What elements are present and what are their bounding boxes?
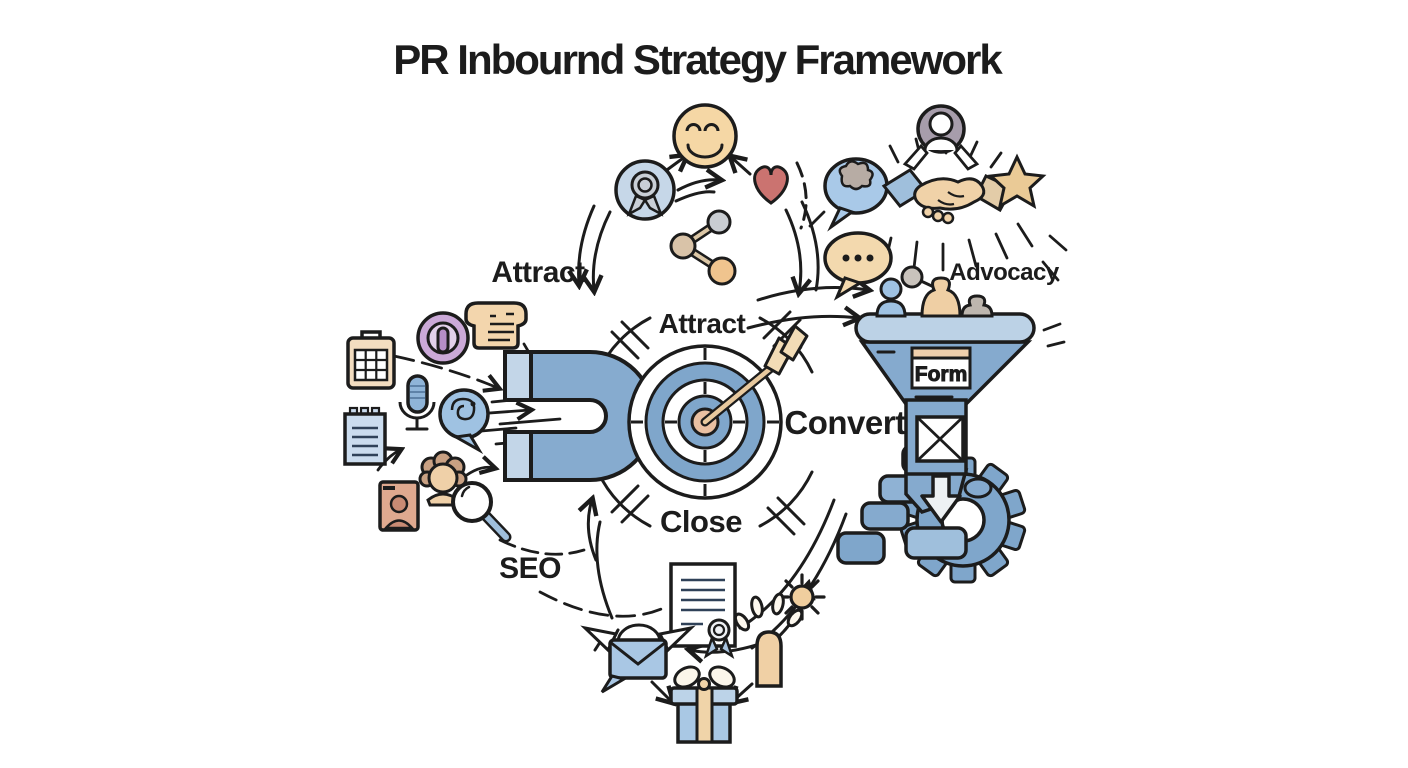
certificate-icon [669,562,737,659]
leads-people-icon [875,265,994,318]
star-icon [987,153,1047,210]
id-card-icon [378,480,420,532]
label-close: Close [660,504,742,539]
label-convert: Convert [784,404,906,441]
document-icon [343,406,387,466]
download-arrow-icon [920,474,962,524]
share-icon [669,209,737,286]
magnet-icon [503,350,656,482]
calendar-icon [346,330,396,390]
label-attract-center: Attract [659,308,746,339]
label-advocacy: Advocacy [949,259,1060,286]
envelope-icon [915,415,965,463]
open-envelope-icon [580,623,696,694]
podcast-icon [416,311,470,365]
magnifier-icon [451,481,512,543]
thumbs-bubble-icon [823,157,889,232]
funnel-entry-arrows [746,288,868,330]
press-release-icon [464,301,528,350]
form-field-icon: Form [910,346,972,390]
top-connector-arrows [658,156,808,230]
form-label: Form [915,363,968,386]
target-arrow-icon [627,324,809,500]
chat-dots-bubble-icon [823,231,893,301]
celebration-hand-icon [733,592,804,688]
page-title: PR Inbournd Strategy Framework [393,36,1003,83]
voice-bubble-icon [438,388,490,455]
heart-icon [753,165,789,205]
microphone-icon [398,374,436,431]
award-badge-icon [614,159,676,221]
label-attract-outer: Attract [491,256,585,289]
label-seo: SEO [499,552,561,585]
user-circle-icon [902,104,980,171]
gift-icon [669,665,739,744]
smiley-face-icon [672,103,738,169]
